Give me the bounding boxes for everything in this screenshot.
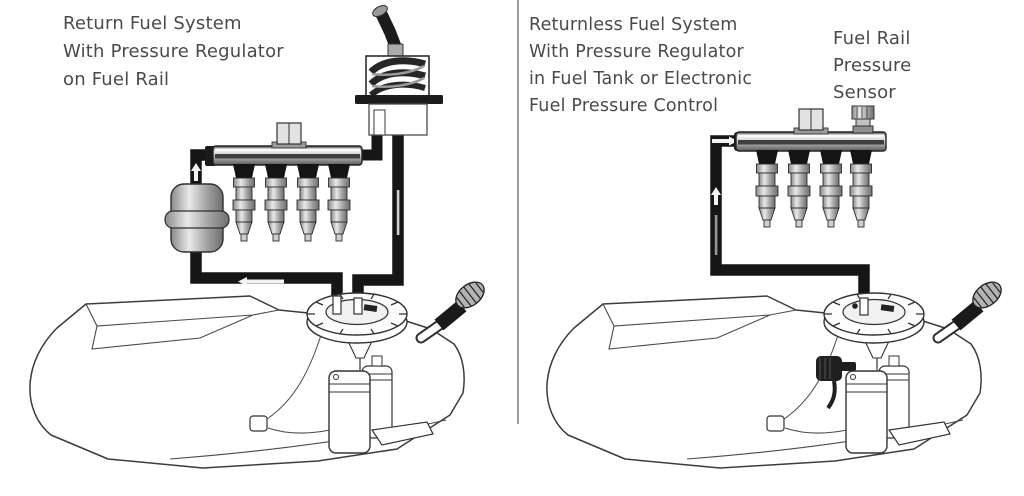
fuel-tank xyxy=(30,277,489,468)
flow-arrow-right xyxy=(712,136,738,146)
flow-arrow-left xyxy=(238,277,284,286)
return-tube xyxy=(353,297,363,315)
fuel-rail-pressure-sensor-label: Fuel Rail Pressure Sensor xyxy=(833,28,912,103)
fuel-injector-4 xyxy=(849,149,873,228)
fuel-rail-pressure-sensor xyxy=(851,105,875,134)
fuel-injector-3 xyxy=(296,163,320,242)
rail-connector-block xyxy=(271,122,307,149)
supply-line xyxy=(190,149,343,298)
right-panel xyxy=(547,105,1006,468)
fuel-injector-2 xyxy=(787,149,811,228)
fuel-filter xyxy=(164,183,230,253)
fuel-injector-3 xyxy=(819,149,843,228)
panel-divider xyxy=(517,0,519,424)
fuel-injector-1 xyxy=(755,149,779,228)
regulator-spring xyxy=(368,57,427,75)
left-panel-title: Return Fuel System With Pressure Regulat… xyxy=(63,13,284,90)
pressure-regulator xyxy=(355,5,443,136)
fuel-tank xyxy=(547,277,1006,468)
rail-connector-block xyxy=(793,108,829,135)
supply-tube xyxy=(859,297,869,316)
supply-tube xyxy=(332,295,342,315)
fuel-rail xyxy=(734,131,887,152)
fuel-injector-2 xyxy=(264,163,288,242)
right-panel-title: Returnless Fuel System With Pressure Reg… xyxy=(529,15,753,116)
in-tank-pressure-regulator xyxy=(816,356,856,410)
regulator-flange xyxy=(355,95,443,104)
fuel-rail xyxy=(205,145,363,166)
fuel-injector-1 xyxy=(232,163,256,242)
fuel-injector-4 xyxy=(327,163,351,242)
rail-to-regulator-pipe xyxy=(360,134,383,161)
left-panel xyxy=(30,5,489,468)
